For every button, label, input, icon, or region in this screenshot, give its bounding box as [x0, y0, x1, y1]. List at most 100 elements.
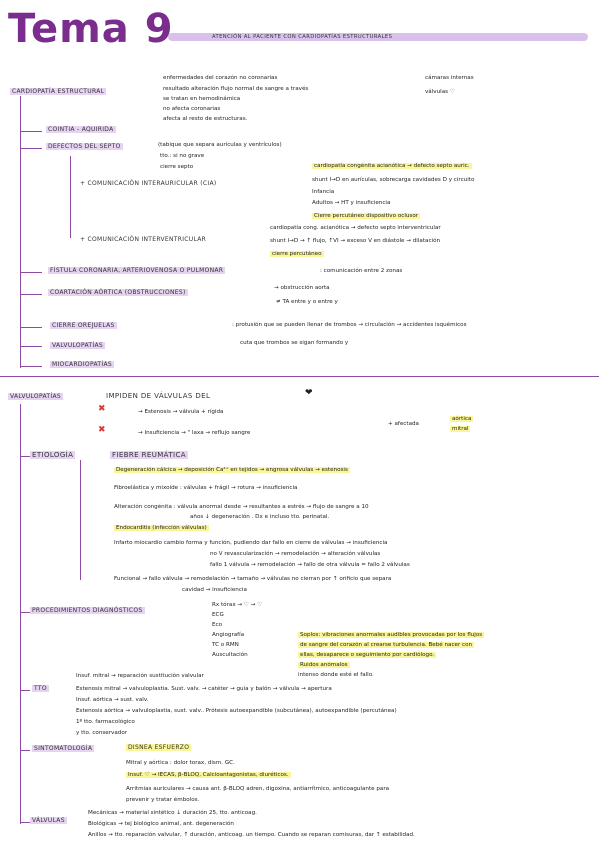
section-divider: [0, 376, 599, 377]
septo-trunk: [70, 156, 71, 238]
page-title: Tema 9: [8, 6, 174, 52]
etio-trunk: [80, 460, 81, 580]
chamber-item: válvulas ♡: [425, 89, 455, 95]
branch-valvulas: Válvulas: [30, 817, 67, 824]
proc-item: TC o RMN: [212, 642, 239, 648]
coart-note: → obstrucción aorta: [274, 285, 330, 291]
coart-note: ≠ TA entre y o entre y: [276, 299, 338, 305]
branch-procedimientos: Procedimientos diagnósticos: [30, 607, 145, 614]
cia-note: Infancia: [312, 189, 335, 195]
valv-estenosis: → Estenosis → válvula + rígida: [138, 409, 224, 415]
septo-note: (tabique que separa aurículas y ventrícu…: [158, 142, 282, 148]
root-note: no afecta coronarias: [163, 106, 221, 112]
tto-item: Insuf. mitral → reparación sustitución v…: [76, 673, 204, 679]
fistula-note: : comunicación entre 2 zonas: [320, 268, 403, 274]
proc-item: Rx tórax → ♡ → ♡: [212, 602, 263, 608]
etio-extra: años ↓ degeneración . Dx e incluso tto. …: [190, 514, 330, 520]
valv-item: Anillos → tto. reparación valvular, ↑ du…: [88, 832, 415, 838]
branch-line: [20, 750, 30, 751]
branch-line: [20, 272, 42, 273]
chamber-item: cámaras internas: [425, 75, 474, 81]
cia-note: Cierre percutáneo dispositivo oclusor: [312, 213, 421, 219]
etio-item: Endocarditis (infección válvulas): [114, 525, 209, 531]
cross-icon: ✖: [98, 404, 106, 414]
septo-note: tto.: si no grave: [160, 153, 205, 159]
orejuela-note: cuta que trombos se sigan formando y: [240, 340, 349, 346]
civ-note: cierre percutáneo: [270, 251, 324, 257]
tto-item: Estenosis mitral → valvuloplastia. Sust.…: [76, 686, 332, 692]
afectada-item: mitral: [450, 426, 471, 432]
etio-extra: cavidad → insuficiencia: [182, 587, 247, 593]
branch-fistula: Fístula coronaria, arteriovenosa o pulmo…: [48, 267, 226, 274]
soplos-line: ellas, desaparece o seguimiento por card…: [298, 652, 437, 658]
sinto-item: Insuf. ♡ → IECAS, β-BLOQ, Calcioantagoni…: [126, 772, 291, 778]
sinto-item: Arritmias auriculares → causa ant. β-BLO…: [126, 786, 390, 792]
branch-line: [20, 346, 42, 347]
tto-item: y tto. conservador: [76, 730, 128, 736]
proc-item: Angiografía: [212, 632, 245, 638]
branch-line: [20, 456, 30, 457]
septo-note: cierre septo: [160, 164, 194, 170]
afectada-item: aórtica: [450, 416, 474, 422]
branch-sintomatologia: Sintomatología: [32, 745, 95, 752]
branch-valvulopatias: Valvulopatías: [50, 342, 105, 349]
branch-line: [20, 327, 42, 328]
afectada-label: + afectada: [388, 421, 419, 427]
cia-note: Adultos → HT y insuficiencia: [312, 200, 391, 206]
branch-tto: Tto: [32, 685, 49, 692]
subtitle-highlight: [168, 33, 588, 41]
branch-congenita: Cointia - Aquirida: [46, 126, 116, 133]
branch-orejuelas: Cierre orejuelas: [50, 322, 117, 329]
soplos-line: Ruidos anómalos: [298, 662, 350, 668]
root-note: afecta al resto de estructuras.: [163, 116, 248, 122]
valv-item: Mecánicas → material sintético ↓ duració…: [88, 810, 257, 816]
soplos-line: intenso donde esté el fallo.: [298, 672, 374, 678]
valv-intro: impiden de válvulas del: [106, 392, 211, 400]
branch-etiologia: Etiología: [30, 451, 76, 459]
branch-miocardiopatias: Miocardiopatías: [50, 361, 114, 368]
etio-item: Funcional → fallo válvula → remodelación…: [114, 576, 392, 582]
civ-note: shunt I→D → ↑ flujo, ↑VI → exceso V en d…: [270, 238, 441, 244]
page-subtitle: Atención al paciente con cardiopatías es…: [212, 34, 393, 40]
branch-septo: Defectos del septo: [46, 143, 123, 150]
valv-insuficiencia: → Insuficiencia → " laxa → reflujo sangr…: [138, 430, 251, 436]
sinto-item: Disnea esfuerzo: [126, 744, 192, 751]
sinto-item: Mitral y aórtica : dolor torax, dism. GC…: [126, 760, 235, 766]
branch-cia: + Comunicación interauricular (CIA): [80, 180, 217, 187]
proc-item: Auscultación: [212, 652, 248, 658]
etio-item: Infarto miocardio cambio forma y función…: [114, 540, 388, 546]
soplos-line: Soplos: vibraciones anormales audibles p…: [298, 632, 485, 638]
soplos-line: de sangre del corazón al crearse turbule…: [298, 642, 475, 648]
branch-civ: + Comunicación interventricular: [80, 236, 207, 243]
etio-extra: fallo 1 válvula → remodelación → fallo d…: [210, 562, 410, 568]
branch-line: [20, 131, 42, 132]
branch-line: [20, 612, 30, 613]
proc-item: ECG: [212, 612, 224, 618]
etio-item: Fibroelástica y mixoide : válvulas + frá…: [114, 485, 298, 491]
cross-icon: ✖: [98, 425, 106, 435]
tto-item: Estenosis aórtica → valvuloplastia, sust…: [76, 708, 397, 714]
root-note: enfermedades del corazón no coronarias: [163, 75, 278, 81]
etio-item: Alteración congénita : válvula anormal d…: [114, 504, 369, 510]
tree-trunk-2: [20, 404, 21, 824]
tree-trunk-1: [20, 96, 21, 368]
orejuela-note: : protusión que se pueden llenar de trom…: [232, 322, 467, 328]
heart-icon: ❤: [305, 388, 313, 398]
branch-coartacion: Coartación aórtica (obstrucciones): [48, 289, 188, 296]
etio-item: Degeneración cálcica → deposición Ca²⁺ e…: [114, 467, 350, 473]
branch-line: [20, 294, 42, 295]
branch-line: [20, 366, 42, 367]
branch-line: [20, 822, 30, 823]
cia-note: shunt I→D en aurículas, sobrecarga cavid…: [312, 177, 475, 183]
etio-item: Fiebre reumática: [110, 451, 188, 459]
civ-note: cardiopatía cong. acianótica → defecto s…: [270, 225, 441, 231]
root-note: resultado alteración flujo normal de san…: [163, 86, 309, 92]
proc-item: Eco: [212, 622, 223, 628]
branch-line: [20, 148, 42, 149]
root-cardiopatia: Cardiopatía estructural: [10, 88, 107, 95]
etio-extra: no V revascularización → remodelación → …: [210, 551, 381, 557]
branch-line: [20, 690, 30, 691]
tto-item: Insuf. aórtica → sust. valv.: [76, 697, 149, 703]
sinto-item: prevenir y tratar émbolos.: [126, 797, 200, 803]
cia-note: cardiopatía congénita acianótica → defec…: [312, 163, 472, 169]
